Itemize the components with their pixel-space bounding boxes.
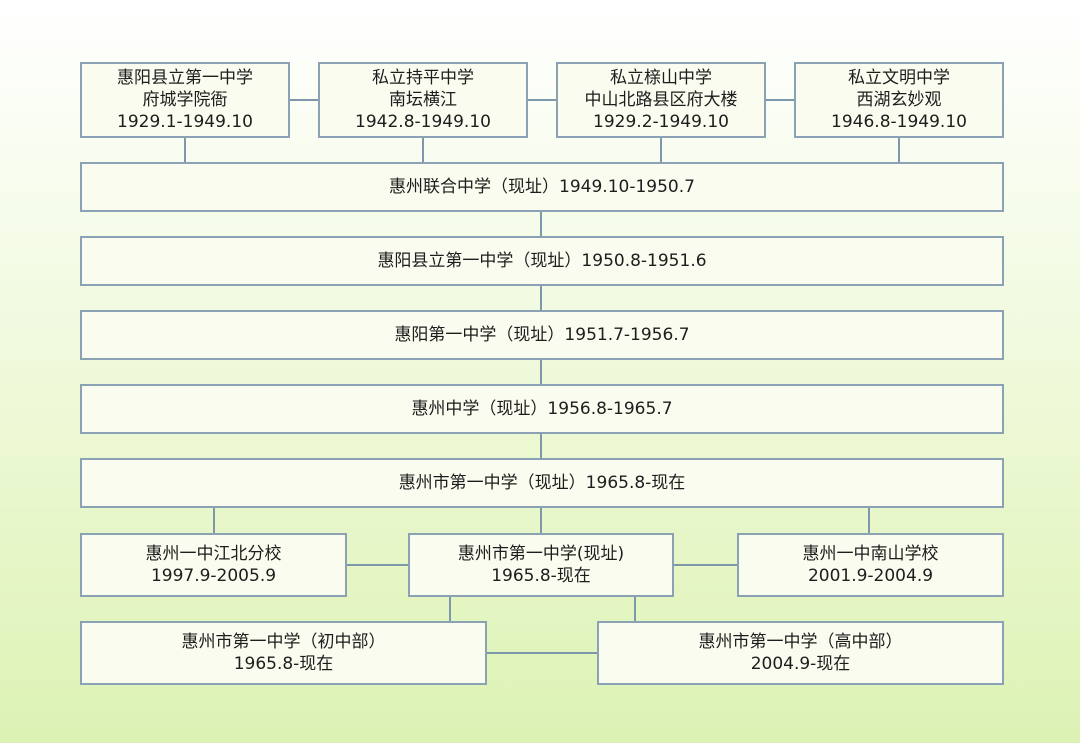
origin-box-huiyang-county-first: 惠阳县立第一中学 府城学院衙 1929.1-1949.10 [80,62,290,138]
timeline-box-2: 惠阳县立第一中学（现址）1950.8-1951.6 [80,236,1004,286]
origin-period: 1946.8-1949.10 [831,112,967,132]
division-period: 1965.8-现在 [233,654,334,674]
timeline-label: 惠州市第一中学（现址）1965.8-现在 [398,473,686,493]
timeline-box-5: 惠州市第一中学（现址）1965.8-现在 [80,458,1004,508]
timeline-box-4: 惠州中学（现址）1956.8-1965.7 [80,384,1004,434]
division-box-junior: 惠州市第一中学（初中部） 1965.8-现在 [80,621,487,685]
timeline-box-3: 惠阳第一中学（现址）1951.7-1956.7 [80,310,1004,360]
timeline-label: 惠阳第一中学（现址）1951.7-1956.7 [394,325,690,345]
origin-name: 惠阳县立第一中学 [117,68,253,88]
branch-name: 惠州一中江北分校 [145,544,282,564]
origin-name: 私立持平中学 [372,68,474,88]
division-name: 惠州市第一中学（初中部） [181,632,386,652]
branch-name: 惠州一中南山学校 [802,544,939,564]
timeline-label: 惠阳县立第一中学（现址）1950.8-1951.6 [377,251,707,271]
timeline-label: 惠州联合中学（现址）1949.10-1950.7 [389,177,695,197]
division-box-senior: 惠州市第一中学（高中部） 2004.9-现在 [597,621,1004,685]
origin-location: 南坛横江 [389,90,457,110]
division-period: 2004.9-现在 [750,654,851,674]
branch-period: 1965.8-现在 [491,566,591,586]
timeline-label: 惠州中学（现址）1956.8-1965.7 [411,399,673,419]
origin-location: 中山北路县区府大楼 [584,90,738,110]
origin-period: 1942.8-1949.10 [355,112,491,132]
branch-box-nanshan: 惠州一中南山学校 2001.9-2004.9 [737,533,1004,597]
branch-name: 惠州市第一中学(现址) [457,544,625,564]
origin-period: 1929.1-1949.10 [117,112,253,132]
branch-box-jiangbei: 惠州一中江北分校 1997.9-2005.9 [80,533,347,597]
branch-period: 1997.9-2005.9 [150,566,277,586]
branch-box-main-campus: 惠州市第一中学(现址) 1965.8-现在 [408,533,674,597]
timeline-box-1: 惠州联合中学（现址）1949.10-1950.7 [80,162,1004,212]
origin-box-chenshan: 私立榇山中学 中山北路县区府大楼 1929.2-1949.10 [556,62,766,138]
origin-box-chiping: 私立持平中学 南坛横江 1942.8-1949.10 [318,62,528,138]
branch-period: 2001.9-2004.9 [807,566,934,586]
origin-box-wenming: 私立文明中学 西湖玄妙观 1946.8-1949.10 [794,62,1004,138]
division-name: 惠州市第一中学（高中部） [698,632,903,652]
origin-location: 府城学院衙 [142,90,228,110]
origin-name: 私立榇山中学 [610,68,712,88]
origin-location: 西湖玄妙观 [856,90,942,110]
origin-period: 1929.2-1949.10 [593,112,729,132]
origin-name: 私立文明中学 [848,68,950,88]
